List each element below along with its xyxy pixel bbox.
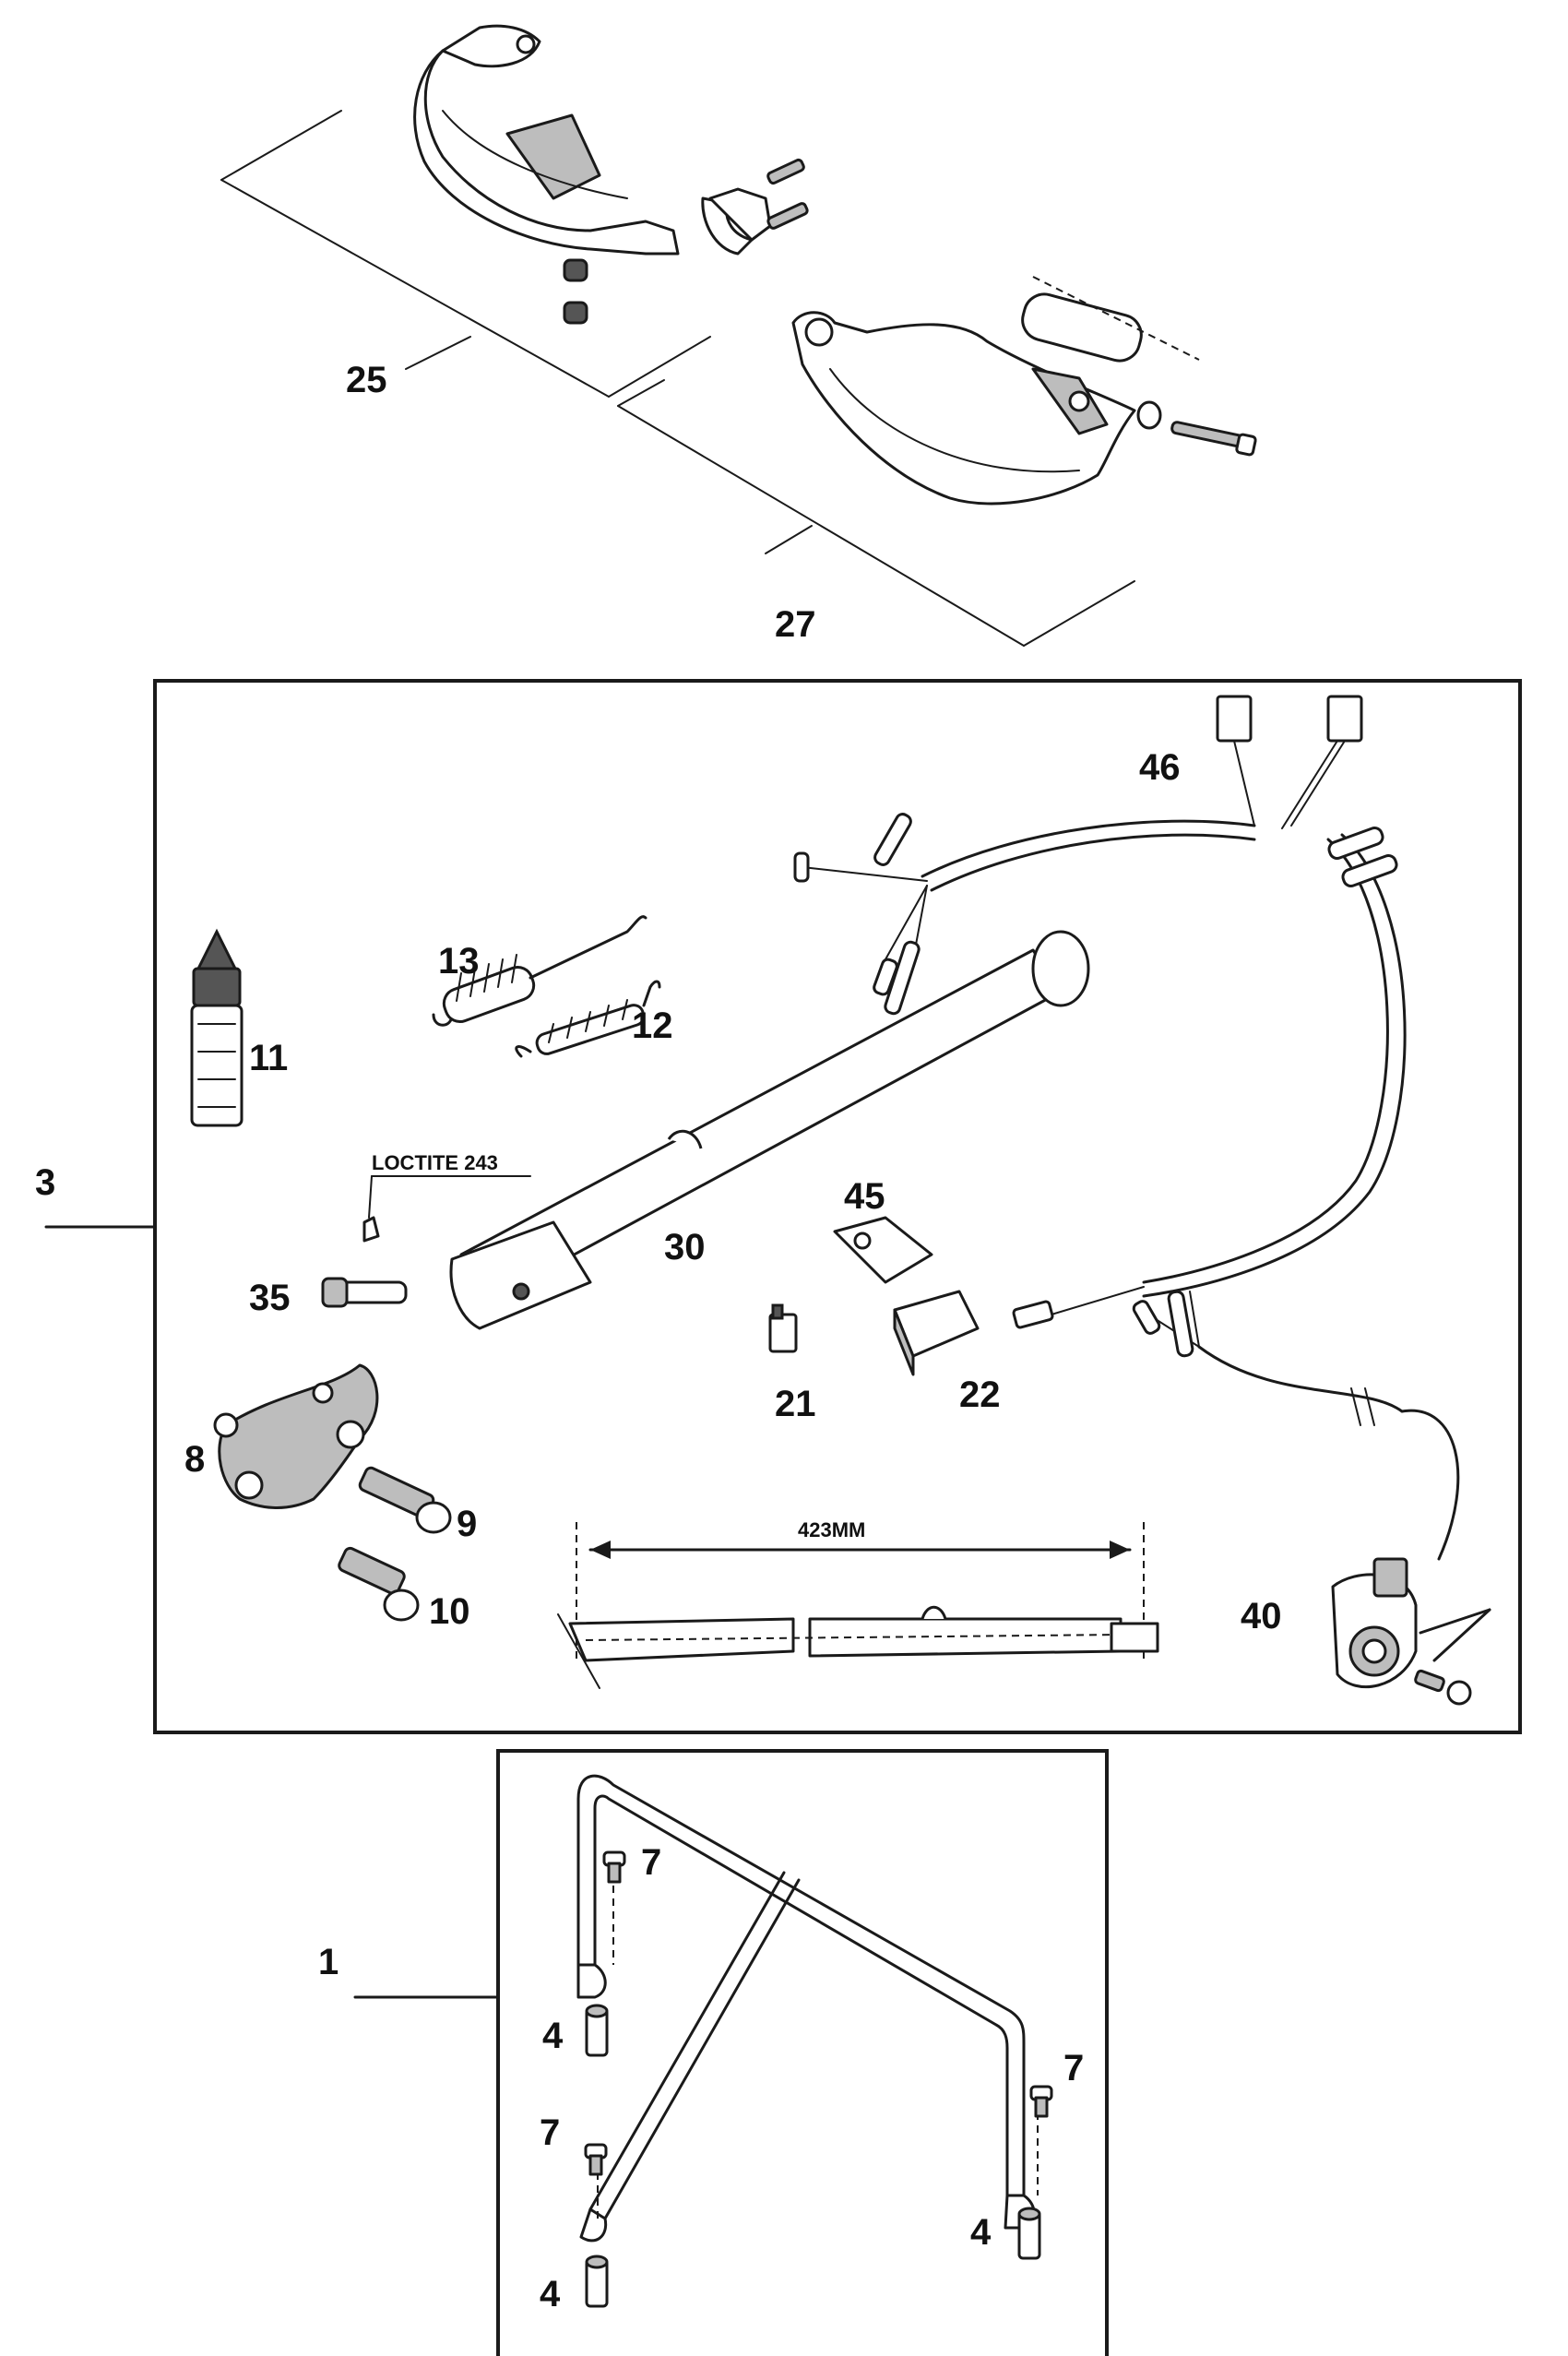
plane-25-top-edge xyxy=(220,110,342,181)
washer-right xyxy=(1136,400,1162,430)
plate-45: 45 xyxy=(833,1176,933,1284)
spacer-4c: 4 xyxy=(540,2255,609,2314)
screw-7c: 7 xyxy=(540,2112,608,2176)
callout-4b: 4 xyxy=(970,2212,992,2253)
sidestand-frame xyxy=(153,679,1522,1734)
bolt-right xyxy=(1170,421,1257,457)
bolt-9: 9 xyxy=(358,1466,477,1544)
loctite-drop xyxy=(362,1216,380,1243)
callout-1: 1 xyxy=(318,1942,339,1982)
callout-10: 10 xyxy=(429,1591,470,1632)
callout-21: 21 xyxy=(775,1384,816,1424)
handguard-right xyxy=(791,311,1136,506)
callout-30: 30 xyxy=(664,1227,706,1267)
leader-25 xyxy=(405,336,471,370)
sidestand-section: 3 xyxy=(35,679,1522,1734)
callout-4a: 4 xyxy=(542,2016,564,2056)
spring-12: 12 xyxy=(515,980,673,1058)
callout-7a: 7 xyxy=(641,1842,661,1883)
dimension-drawing: 423MM xyxy=(557,1518,1159,1689)
callout-9: 9 xyxy=(457,1504,477,1544)
callout-3: 3 xyxy=(35,1162,55,1203)
spring-13: 13 xyxy=(432,915,647,1027)
plane-25-bottom-edge xyxy=(608,336,711,398)
side-stand-30: 30 xyxy=(449,930,1090,1330)
screw-top-2 xyxy=(766,202,809,230)
handguard-left xyxy=(413,24,680,256)
callout-35: 35 xyxy=(249,1278,291,1318)
callout-7c: 7 xyxy=(540,2112,560,2153)
loctite-label: LOCTITE 243 xyxy=(372,1151,498,1174)
switch-21: 21 xyxy=(768,1303,816,1424)
crashbar-frame xyxy=(496,1749,1109,2356)
loctite-leader xyxy=(368,1175,373,1219)
loctite-bottle: 11 xyxy=(190,928,288,1127)
callout-12: 12 xyxy=(632,1005,673,1046)
spacer-4b: 4 xyxy=(970,2207,1041,2260)
callout-11: 11 xyxy=(249,1038,288,1078)
spacer-4a: 4 xyxy=(542,2004,609,2057)
plane-27-top-edge xyxy=(617,379,665,407)
handlebar-clamp xyxy=(701,187,772,256)
bracket-8: 8 xyxy=(184,1363,379,1509)
callout-25: 25 xyxy=(346,360,387,400)
handguard-section: 25 27 xyxy=(220,24,1257,647)
callout-4c: 4 xyxy=(540,2274,561,2314)
callout-13: 13 xyxy=(438,941,480,982)
switch-22: 22 xyxy=(893,1290,1001,1415)
crashbar-section: 1 7 7 7 xyxy=(318,1749,1109,2356)
callout-40: 40 xyxy=(1241,1596,1282,1636)
dimension-label: 423MM xyxy=(798,1518,865,1541)
sensor-40: 40 xyxy=(1241,1557,1491,1706)
leader-27 xyxy=(765,525,813,554)
nut-left-1 xyxy=(563,258,588,282)
nut-left-2 xyxy=(563,301,588,325)
callout-7b: 7 xyxy=(1063,2048,1084,2088)
bolt-10: 10 xyxy=(338,1546,470,1632)
plane-27-bottom-edge xyxy=(1023,580,1135,647)
screw-7b: 7 xyxy=(1029,2048,1084,2118)
plane-27-left-edge xyxy=(617,405,1025,647)
grip-phantom xyxy=(1021,276,1200,363)
bolt-35: 35 xyxy=(249,1277,408,1318)
callout-46: 46 xyxy=(1139,747,1181,788)
screw-7a: 7 xyxy=(602,1842,661,1884)
screw-top-1 xyxy=(766,158,805,185)
plane-25-left-edge xyxy=(220,179,610,398)
callout-45: 45 xyxy=(844,1176,885,1217)
callout-22: 22 xyxy=(959,1374,1001,1415)
callout-27: 27 xyxy=(775,604,816,645)
wiring-harness: 46 xyxy=(793,695,1460,1561)
callout-8: 8 xyxy=(184,1439,205,1480)
